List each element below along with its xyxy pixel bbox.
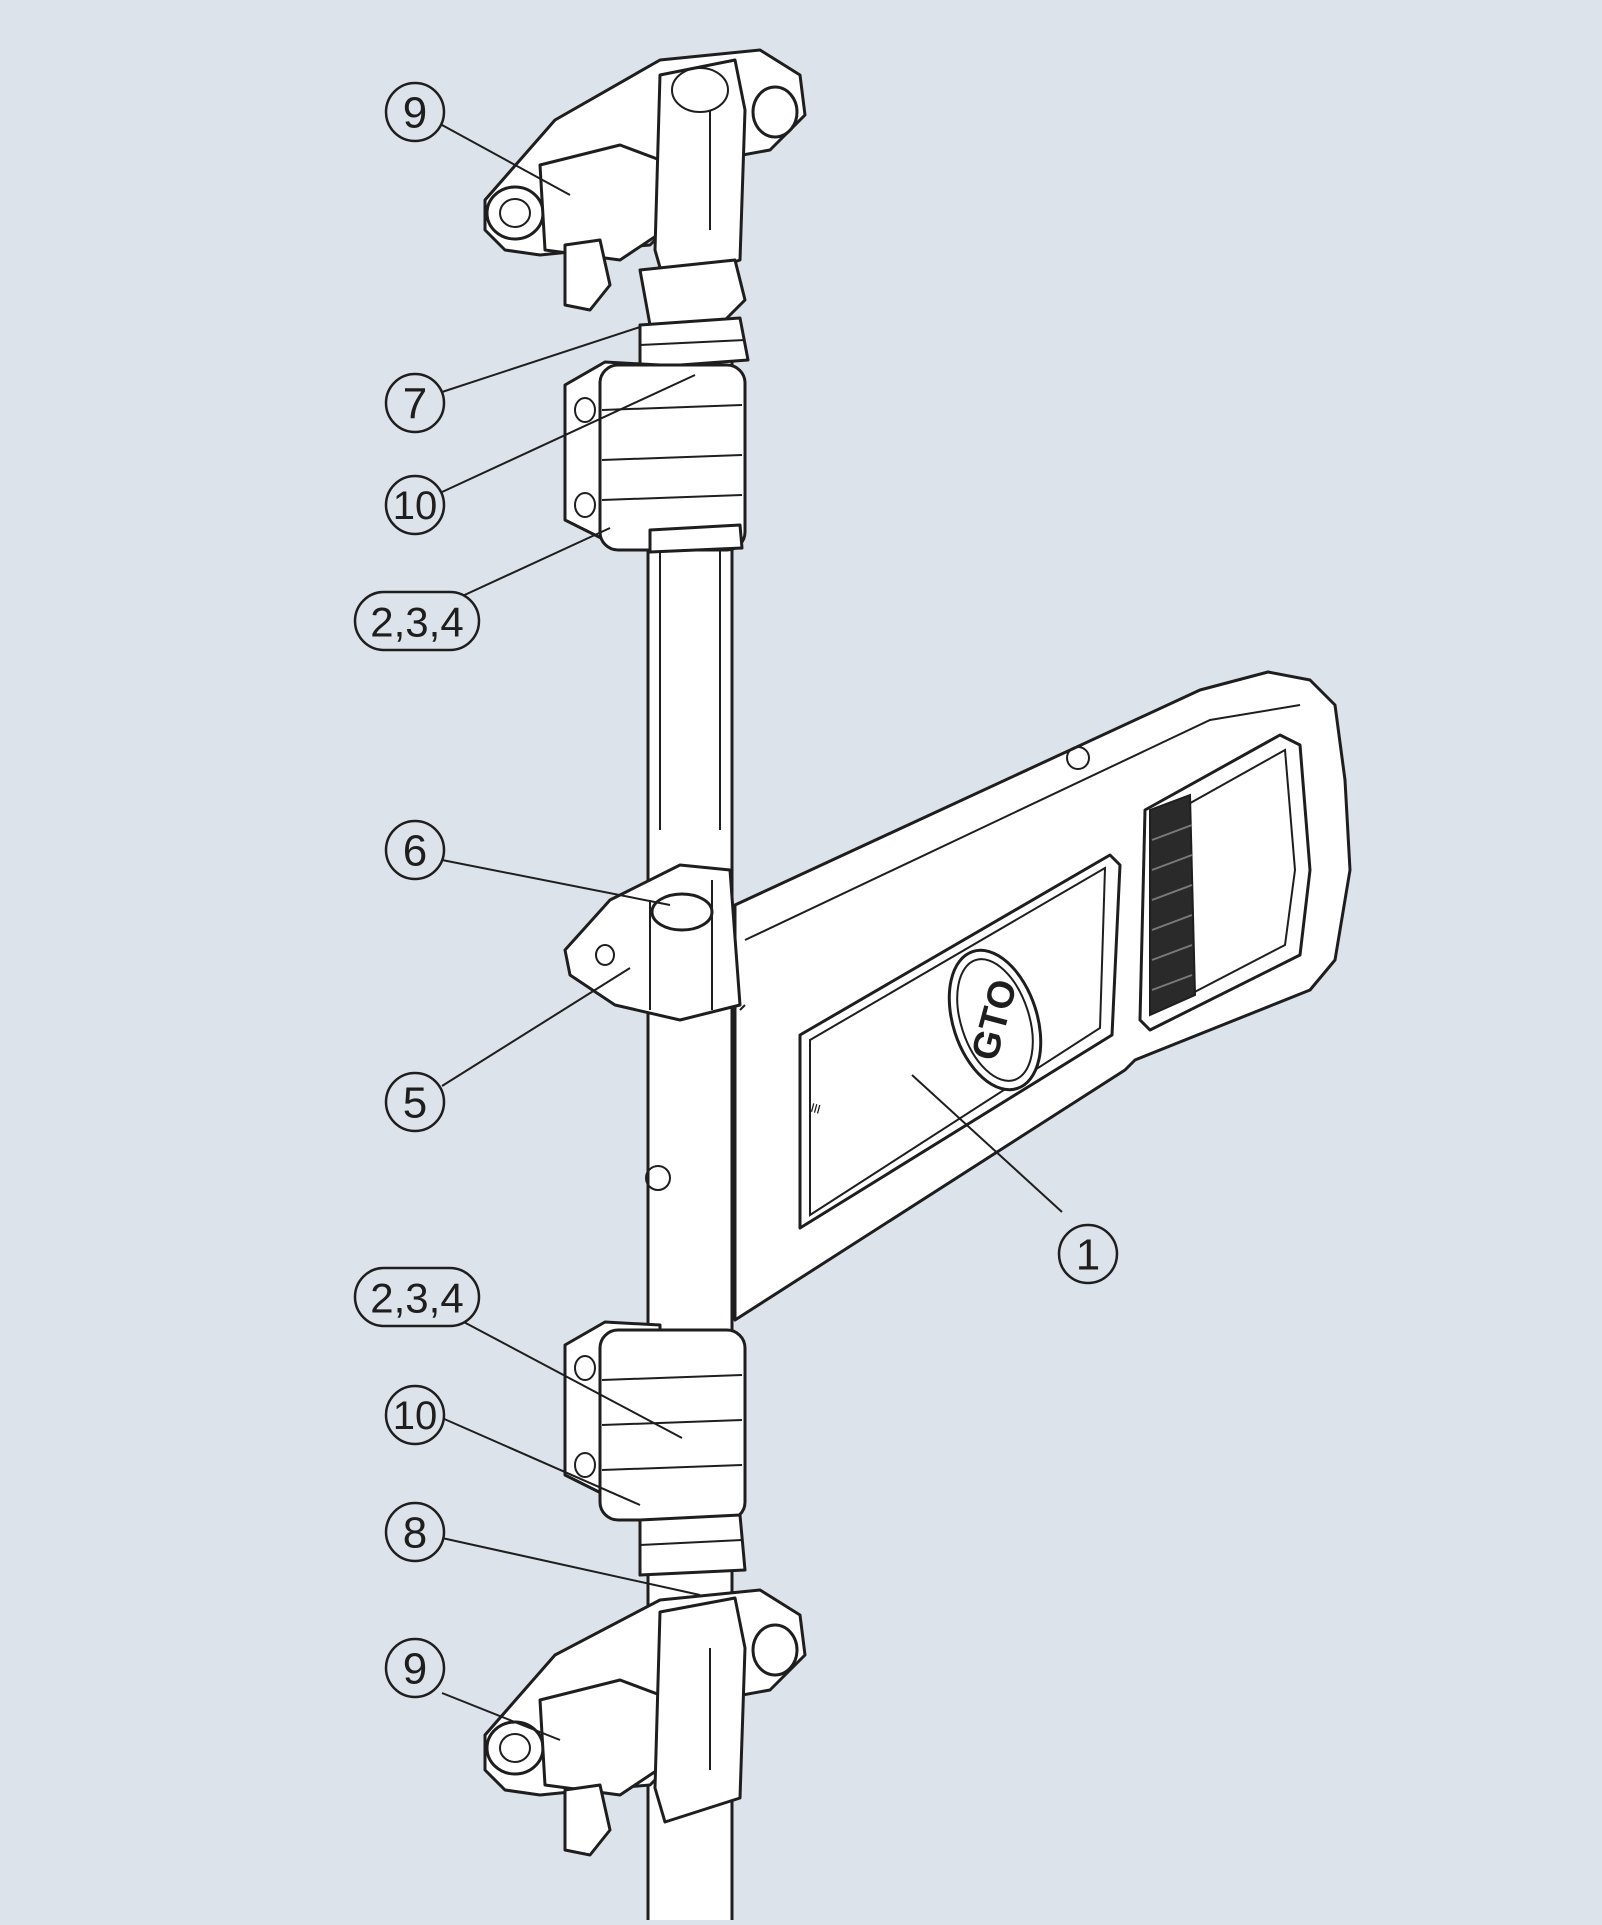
bottom-hinge-bracket (563, 1320, 747, 1522)
callout-10-top: 10 (384, 474, 446, 536)
callout-10-bottom: 10 (384, 1384, 446, 1446)
callout-9-top: 9 (384, 81, 446, 143)
callout-9-bottom: 9 (384, 1637, 446, 1699)
mid-collar (563, 863, 742, 1022)
leader-234-bottom (459, 1319, 683, 1439)
callout-234-top: 2,3,4 (353, 590, 481, 652)
leader-10-bottom (441, 1417, 641, 1506)
callout-6: 6 (384, 819, 446, 881)
leader-lines (441, 124, 1063, 1741)
callout-label: 1 (1076, 1231, 1100, 1280)
callout-5: 5 (384, 1071, 446, 1133)
top-latch (483, 48, 807, 327)
callout-label: 8 (403, 1509, 427, 1558)
top-hinge-bracket (563, 360, 747, 554)
leader-8 (441, 1537, 701, 1596)
top-nut (638, 316, 750, 370)
callout-label: 2,3,4 (370, 599, 463, 646)
leader-9-bottom (441, 1692, 561, 1741)
callout-label: 5 (403, 1079, 427, 1128)
leader-7 (441, 326, 641, 393)
callout-label: 10 (393, 1394, 438, 1438)
callout-1: 1 (1057, 1223, 1119, 1285)
callout-7: 7 (384, 372, 446, 434)
callout-8: 8 (384, 1501, 446, 1563)
leader-6 (441, 859, 671, 906)
callout-label: 6 (403, 827, 427, 876)
callout-label: 9 (403, 89, 427, 138)
bottom-nut (638, 1513, 747, 1577)
leader-9-top (441, 124, 571, 196)
leader-5 (441, 967, 631, 1087)
callout-234-bottom: 2,3,4 (353, 1266, 481, 1328)
callout-label: 10 (393, 484, 438, 528)
bottom-latch (483, 1588, 807, 1857)
callout-label: 9 (403, 1645, 427, 1694)
svg-text:≡: ≡ (805, 1101, 827, 1116)
leader-10-top (441, 374, 696, 493)
handle-plate: GTO ≡ (733, 670, 1352, 1322)
callout-label: 7 (403, 380, 427, 429)
callout-label: 2,3,4 (370, 1275, 463, 1322)
leader-234-top (457, 527, 611, 599)
leader-1 (911, 1074, 1063, 1213)
